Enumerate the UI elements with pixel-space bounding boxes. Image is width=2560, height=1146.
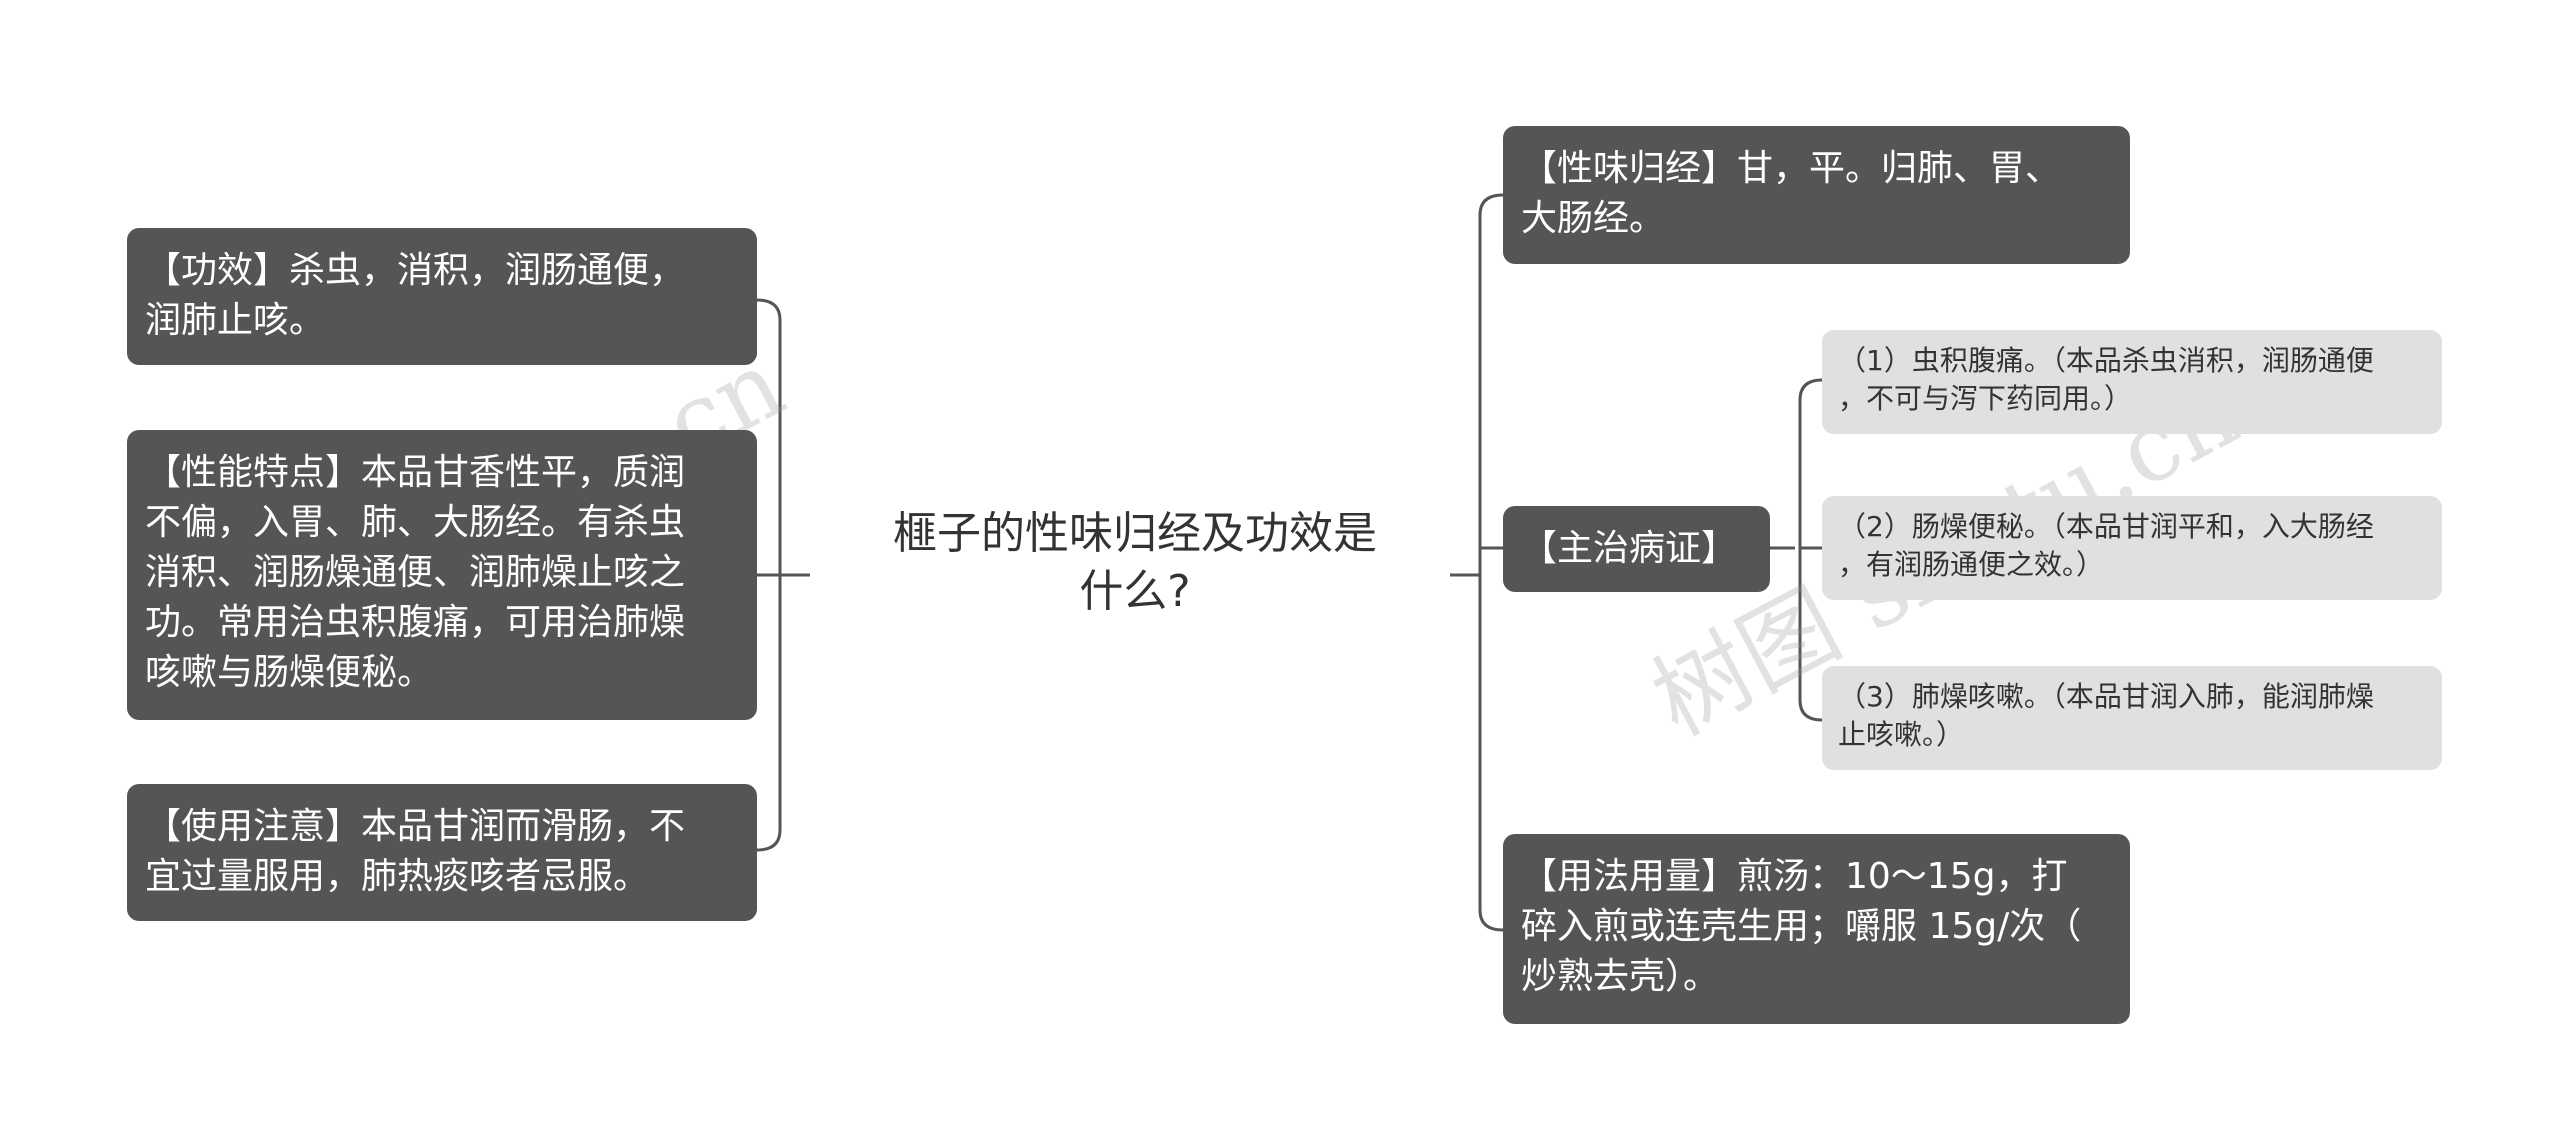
connector-right-bracket <box>1478 193 1504 932</box>
center-topic[interactable]: 榧子的性味归经及功效是 什么? <box>893 508 1377 617</box>
node-cautions[interactable]: 【使用注意】本品甘润而滑肠，不 宜过量服用，肺热痰咳者忌服。 <box>127 784 757 921</box>
node-indications[interactable]: 【主治病证】 <box>1503 506 1770 592</box>
node-nature-meridian[interactable]: 【性味归经】甘，平。归肺、胃、 大肠经。 <box>1503 126 2130 264</box>
node-efficacy[interactable]: 【功效】杀虫，消积，润肠通便， 润肺止咳。 <box>127 228 757 365</box>
subnode-dry-cough[interactable]: （3）肺燥咳嗽。（本品甘润入肺，能润肺燥 止咳嗽。） <box>1822 666 2442 770</box>
subnode-constipation[interactable]: （2）肠燥便秘。（本品甘润平和，入大肠经 ，有润肠通便之效。） <box>1822 496 2442 600</box>
node-properties[interactable]: 【性能特点】本品甘香性平，质润 不偏，入胃、肺、大肠经。有杀虫 消积、润肠燥通便… <box>127 430 757 720</box>
subnode-parasites[interactable]: （1）虫积腹痛。（本品杀虫消积，润肠通便 ，不可与泻下药同用。） <box>1822 330 2442 434</box>
connector-sub-bracket <box>1798 378 1823 722</box>
node-dosage[interactable]: 【用法用量】煎汤：10～15g，打 碎入煎或连壳生用；嚼服 15g/次（ 炒熟去… <box>1503 834 2130 1024</box>
